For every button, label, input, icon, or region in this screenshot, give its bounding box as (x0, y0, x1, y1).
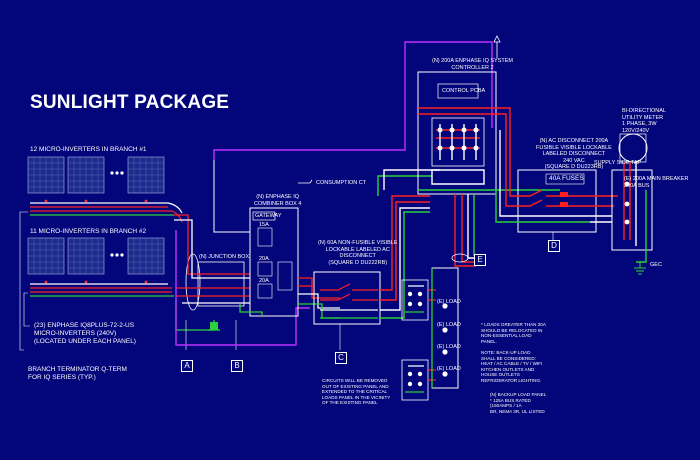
panel-grid-lines (28, 157, 164, 274)
fuses-label-box (545, 173, 585, 185)
gateway-label: GATEWAY (255, 213, 282, 219)
breaker-20a-label-2: 20A (259, 278, 269, 284)
tag-a: A (181, 360, 193, 372)
tag-d: D (548, 240, 560, 252)
disconnect-d-wires (495, 130, 618, 223)
supply-side-tap-label: SUPPLY SIDE TAP (594, 160, 642, 166)
circuits-note: CIRCUITS WILL BE REMOVED OUT OF EXISTING… (322, 378, 391, 406)
combiner-breaker-20a-2 (257, 283, 273, 299)
junction-box (197, 261, 245, 307)
subpanel-terminals (407, 291, 423, 387)
controller-breakers (431, 117, 485, 167)
terminator-note: BRANCH TERMINATOR Q-TERM FOR IQ SERIES (… (28, 366, 127, 381)
main-breakers (624, 181, 630, 225)
gateway-box (252, 211, 276, 221)
tag-b: B (231, 360, 243, 372)
utility-meter-label: BI-DIRECTIONAL UTILITY METER 1 PHASE, 3W… (622, 108, 667, 134)
e-ellipse (451, 253, 469, 263)
combiner-label: (N) ENPHASE IQ COMBINER BOX 4 (254, 194, 302, 207)
branch-1-label: 12 MICRO-INVERTERS IN BRANCH #1 (30, 146, 147, 153)
controller-internal-wires (418, 107, 560, 191)
disconnect-d-box (517, 169, 597, 233)
backup-load-3: (E) LOAD (437, 344, 461, 350)
control-pcba (437, 83, 479, 99)
page-title: SUNLIGHT PACKAGE (30, 92, 230, 113)
backup-load-2: (E) LOAD (437, 322, 461, 328)
microinverter-leader (23, 292, 30, 327)
load-panel-feeds (454, 194, 476, 267)
disconnect-c-wires (320, 283, 378, 319)
combiner-box (249, 207, 299, 317)
control-pcba-label: CONTROL PCBA (442, 88, 486, 94)
inverter-dots (44, 199, 148, 284)
purple-comms-wire (175, 230, 310, 346)
load-note: * LOADS GREATER THAN 20A SHOULD BE RELOC… (481, 322, 546, 383)
tag-e: E (474, 254, 486, 266)
system-controller-box (417, 71, 497, 195)
breaker-20a-label-1: 20A (259, 256, 269, 262)
main-service-panel (611, 169, 653, 251)
tag-c: C (335, 352, 347, 364)
combiner-bus (277, 261, 293, 291)
disconnect-c-label: (N) 60A NON-FUSIBLE VISIBLE LOCKABLE LAB… (318, 240, 398, 266)
branch-2-label: 11 MICRO-INVERTERS IN BRANCH #2 (30, 228, 147, 235)
microinverter-note: (23) ENPHASE IQ8PLUS-72-2-US MICRO-INVER… (34, 322, 136, 345)
terminator-leader (19, 211, 28, 351)
purple-comms-top (213, 41, 493, 160)
main-breaker-label: (E) 200A MAIN BREAKER 200A BUS (624, 176, 689, 189)
utility-meter (618, 133, 648, 163)
meter-socket (619, 133, 647, 163)
junction-ellipse (185, 253, 201, 311)
service-wires (623, 162, 647, 263)
backup-load-1: (E) LOAD (437, 299, 461, 305)
ellipsis-dots (110, 171, 124, 257)
gec-label: GEC (650, 262, 662, 268)
combiner-breaker-15a (257, 227, 273, 247)
junction-box-label: (N) JUNCTION BOX (199, 254, 250, 260)
feeder-wires (377, 169, 440, 319)
backup-panel-wires (405, 268, 436, 393)
backup-panel-note: (N) BACKUP LOAD PANEL * 125A BUS RATED (… (490, 392, 547, 414)
consumption-ct-label: CONSUMPTION CT (316, 180, 367, 186)
controller-terminals (437, 127, 479, 151)
fuse-1 (560, 192, 568, 197)
ct-wire (213, 160, 250, 233)
ct-lead (298, 179, 313, 184)
combiner-wires (239, 277, 340, 319)
ground-lug (210, 322, 218, 330)
fuse-2 (560, 202, 568, 207)
load-breakers (442, 303, 448, 377)
antenna-icon (493, 35, 501, 58)
disconnect-c-box (313, 271, 381, 325)
disconnect-d-label: (N) AC DISCONNECT 200A FUSIBLE VISIBLE L… (536, 138, 612, 170)
fuses-label: 40A FUSES (549, 175, 584, 182)
ground-symbol-icon (634, 262, 646, 275)
system-controller-label: (N) 200A ENPHASE IQ SYSTEM CONTROLLER 2 (432, 58, 513, 71)
breaker-15a-label: 15A (259, 222, 269, 228)
combiner-breaker-20a-1 (257, 261, 273, 277)
backup-load-4: (E) LOAD (437, 366, 461, 372)
